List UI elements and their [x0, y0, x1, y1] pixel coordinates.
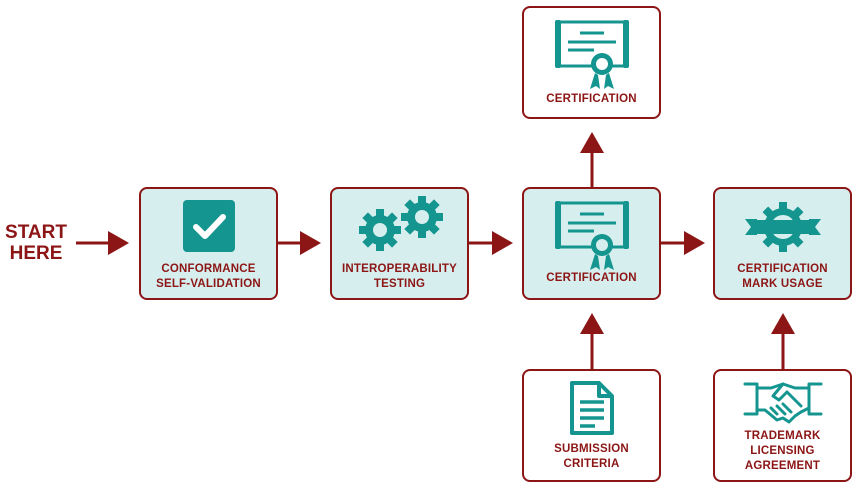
gears-icon	[332, 196, 467, 252]
step-interop-label: INTEROPERABILITY TESTING	[341, 263, 457, 290]
step-interoperability-testing: INTEROPERABILITY TESTING	[330, 187, 469, 300]
handshake-icon	[715, 378, 850, 428]
certificate-icon	[524, 198, 659, 272]
input-trademark-licensing-agreement: TRADEMARK LICENSING AGREEMENT	[713, 369, 852, 482]
document-icon	[524, 380, 659, 436]
step-certification-label: CERTIFICATION	[546, 272, 637, 284]
outcome-certification: CERTIFICATION	[522, 6, 661, 119]
start-here-label: START HERE	[5, 222, 67, 264]
step-certification-mark-usage: CERTIFICATION MARK USAGE	[713, 187, 852, 300]
input-trademark-label: TRADEMARK LICENSING AGREEMENT	[744, 430, 821, 472]
input-submission-label: SUBMISSION CRITERIA	[554, 443, 629, 470]
step-conformance-label: CONFORMANCE SELF-VALIDATION	[156, 263, 261, 290]
checkbox-icon	[141, 200, 276, 252]
step-mark-usage-label: CERTIFICATION MARK USAGE	[737, 263, 828, 290]
input-submission-criteria: SUBMISSION CRITERIA	[522, 369, 661, 482]
certificate-icon	[524, 17, 659, 91]
step-conformance-self-validation: CONFORMANCE SELF-VALIDATION	[139, 187, 278, 300]
badge-ribbon-icon	[715, 201, 850, 253]
step-certification: CERTIFICATION	[522, 187, 661, 300]
outcome-certification-label: CERTIFICATION	[546, 93, 637, 105]
